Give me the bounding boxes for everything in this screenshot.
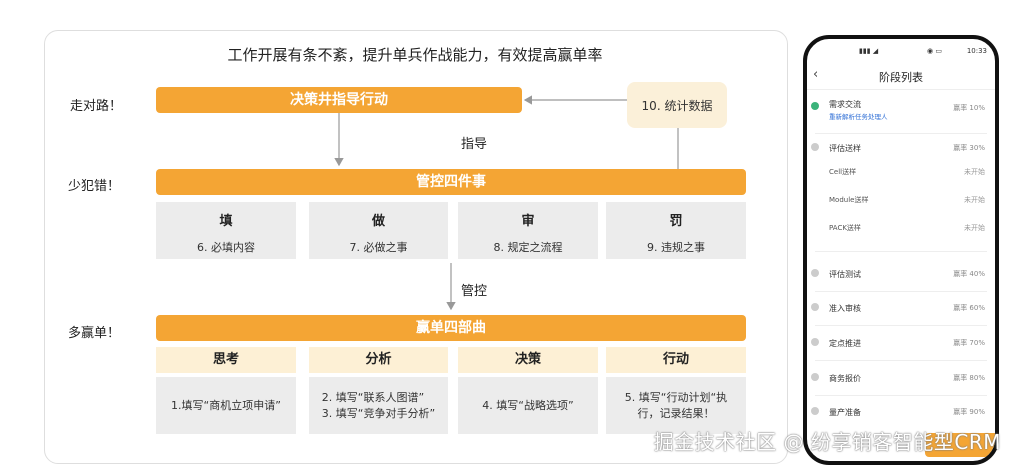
stage-name: 评估送样 bbox=[829, 144, 861, 153]
stage-status-icon bbox=[811, 269, 819, 277]
stage-name: 量产准备 bbox=[829, 408, 861, 417]
phone-title: 阶段列表 bbox=[879, 71, 923, 84]
header-divider bbox=[807, 89, 995, 90]
control-item-penalty: 罚 9. 违规之事 bbox=[606, 202, 746, 259]
win-step-decide-body: 4. 填写“战略选项” bbox=[458, 377, 598, 434]
win-step-think-head: 思考 bbox=[156, 347, 296, 373]
win-step-act-head: 行动 bbox=[606, 347, 746, 373]
win-step-line: 行，记录结果！ bbox=[637, 406, 715, 420]
stage-divider bbox=[815, 395, 987, 396]
control-item-head: 做 bbox=[371, 214, 385, 229]
win-step-analyze-body: 2. 填写“联系人图谱” 3. 填写“竞争对手分析” bbox=[309, 377, 448, 434]
win-step-decide-head: 决策 bbox=[458, 347, 598, 373]
control-item-head: 审 bbox=[521, 214, 535, 229]
sub-stage-item[interactable]: Module送样 未开始 bbox=[829, 195, 985, 217]
phone-header: ‹ 阶段列表 bbox=[807, 65, 995, 87]
phone-action-button[interactable] bbox=[925, 433, 995, 457]
control-item-head: 填 bbox=[219, 214, 233, 229]
stage-item[interactable]: 准入审核 赢率 60% bbox=[807, 301, 995, 315]
stage-item[interactable]: 需求交流 重新解析任务处理人 赢率 10% bbox=[807, 97, 995, 129]
diagram-title: 工作开展有条不紊，提升单兵作战能力，有效提高赢单率 bbox=[227, 46, 603, 64]
sub-stage-status: 未开始 bbox=[964, 168, 985, 176]
win-step-line: 4. 填写“战略选项” bbox=[482, 398, 574, 412]
sub-stage-name: PACK送样 bbox=[829, 224, 861, 232]
stage-status-icon bbox=[811, 102, 819, 110]
sub-stage-item[interactable]: Cell送样 未开始 bbox=[829, 167, 985, 189]
phone-status-bar: ▮▮▮ ◢ ◉ ▭ 10:33 bbox=[807, 47, 995, 59]
win-bar: 赢单四部曲 bbox=[156, 315, 746, 341]
side-label-fewer-errors: 少犯错！ bbox=[68, 179, 121, 194]
stage-name: 商务报价 bbox=[829, 374, 861, 383]
stage-status-icon bbox=[811, 373, 819, 381]
stage-status-icon bbox=[811, 407, 819, 415]
decision-bar: 决策井指导行动 bbox=[156, 87, 522, 113]
stage-item[interactable]: 评估送样 赢率 30% bbox=[807, 141, 995, 155]
stage-rate: 赢率 60% bbox=[953, 304, 985, 312]
win-step-line: 2. 填写“联系人图谱” bbox=[321, 390, 425, 404]
stage-rate: 赢率 90% bbox=[953, 408, 985, 416]
control-item-body: 9. 违规之事 bbox=[647, 241, 705, 254]
sub-stage-status: 未开始 bbox=[964, 196, 985, 204]
stage-status-icon bbox=[811, 303, 819, 311]
stage-rate: 赢率 80% bbox=[953, 374, 985, 382]
stage-status-icon bbox=[811, 338, 819, 346]
stage-rate: 赢率 70% bbox=[953, 339, 985, 347]
stage-name: 准入审核 bbox=[829, 304, 861, 313]
wifi-icon: ◉ ▭ bbox=[927, 47, 942, 55]
stage-item[interactable]: 商务报价 赢率 80% bbox=[807, 371, 995, 385]
stat-data-label: 10. 统计数据 bbox=[641, 98, 713, 113]
chevron-left-icon[interactable]: ‹ bbox=[813, 67, 819, 82]
stage-name: 定点推进 bbox=[829, 339, 861, 348]
win-step-think-body: 1.填写“商机立项申请” bbox=[156, 377, 296, 434]
stat-data-box: 10. 统计数据 bbox=[627, 82, 727, 128]
stage-rate: 赢率 10% bbox=[953, 104, 985, 112]
control-item-do: 做 7. 必做之事 bbox=[309, 202, 448, 259]
stage-status-icon bbox=[811, 143, 819, 151]
sub-stage-item[interactable]: PACK送样 未开始 bbox=[829, 223, 985, 245]
sub-stage-name: Module送样 bbox=[829, 196, 869, 204]
control-item-head: 罚 bbox=[669, 214, 683, 229]
stage-rate: 赢率 40% bbox=[953, 270, 985, 278]
win-step-line: 1.填写“商机立项申请” bbox=[171, 398, 281, 412]
stage-item[interactable]: 评估测试 赢率 40% bbox=[807, 267, 995, 281]
side-label-more-wins: 多赢单！ bbox=[68, 326, 121, 341]
stage-name: 需求交流 bbox=[829, 100, 861, 109]
control-bar: 管控四件事 bbox=[156, 169, 746, 195]
control-item-body: 7. 必做之事 bbox=[349, 241, 408, 254]
control-item-fill: 填 6. 必填内容 bbox=[156, 202, 296, 259]
stage-divider bbox=[815, 251, 987, 252]
control-item-body: 8. 规定之流程 bbox=[493, 241, 563, 254]
stage-divider bbox=[815, 325, 987, 326]
watermark: 掘金技术社区 @ 纷享销客智能型CRM bbox=[653, 430, 1001, 454]
phone-mockup: ▮▮▮ ◢ ◉ ▭ 10:33 ‹ 阶段列表 需求交流 重新解析任务处理人 赢率… bbox=[803, 35, 999, 465]
side-label-right-path: 走对路！ bbox=[70, 99, 123, 114]
stage-rate: 赢率 30% bbox=[953, 144, 985, 152]
stage-divider bbox=[815, 360, 987, 361]
stage-divider bbox=[815, 133, 987, 134]
stage-item[interactable]: 量产准备 赢率 90% bbox=[807, 405, 995, 419]
status-time: 10:33 bbox=[966, 47, 987, 55]
stage-sub-link[interactable]: 重新解析任务处理人 bbox=[829, 113, 888, 121]
guide-label: 指导 bbox=[461, 137, 488, 152]
stage-name: 评估测试 bbox=[829, 270, 861, 279]
sub-stage-status: 未开始 bbox=[964, 224, 985, 232]
sub-stage-name: Cell送样 bbox=[829, 168, 857, 176]
win-step-act-body: 5. 填写“行动计划“执 行，记录结果！ bbox=[606, 377, 746, 434]
win-step-line: 5. 填写“行动计划“执 bbox=[624, 390, 728, 404]
stage-item[interactable]: 定点推进 赢率 70% bbox=[807, 336, 995, 350]
control-item-body: 6. 必填内容 bbox=[197, 241, 255, 254]
win-step-analyze-head: 分析 bbox=[309, 347, 448, 373]
control-item-review: 审 8. 规定之流程 bbox=[458, 202, 598, 259]
stage-divider bbox=[815, 291, 987, 292]
signal-icon: ▮▮▮ ◢ bbox=[859, 47, 879, 55]
win-step-line: 3. 填写“竞争对手分析” bbox=[321, 406, 436, 420]
control-label: 管控 bbox=[461, 284, 488, 299]
